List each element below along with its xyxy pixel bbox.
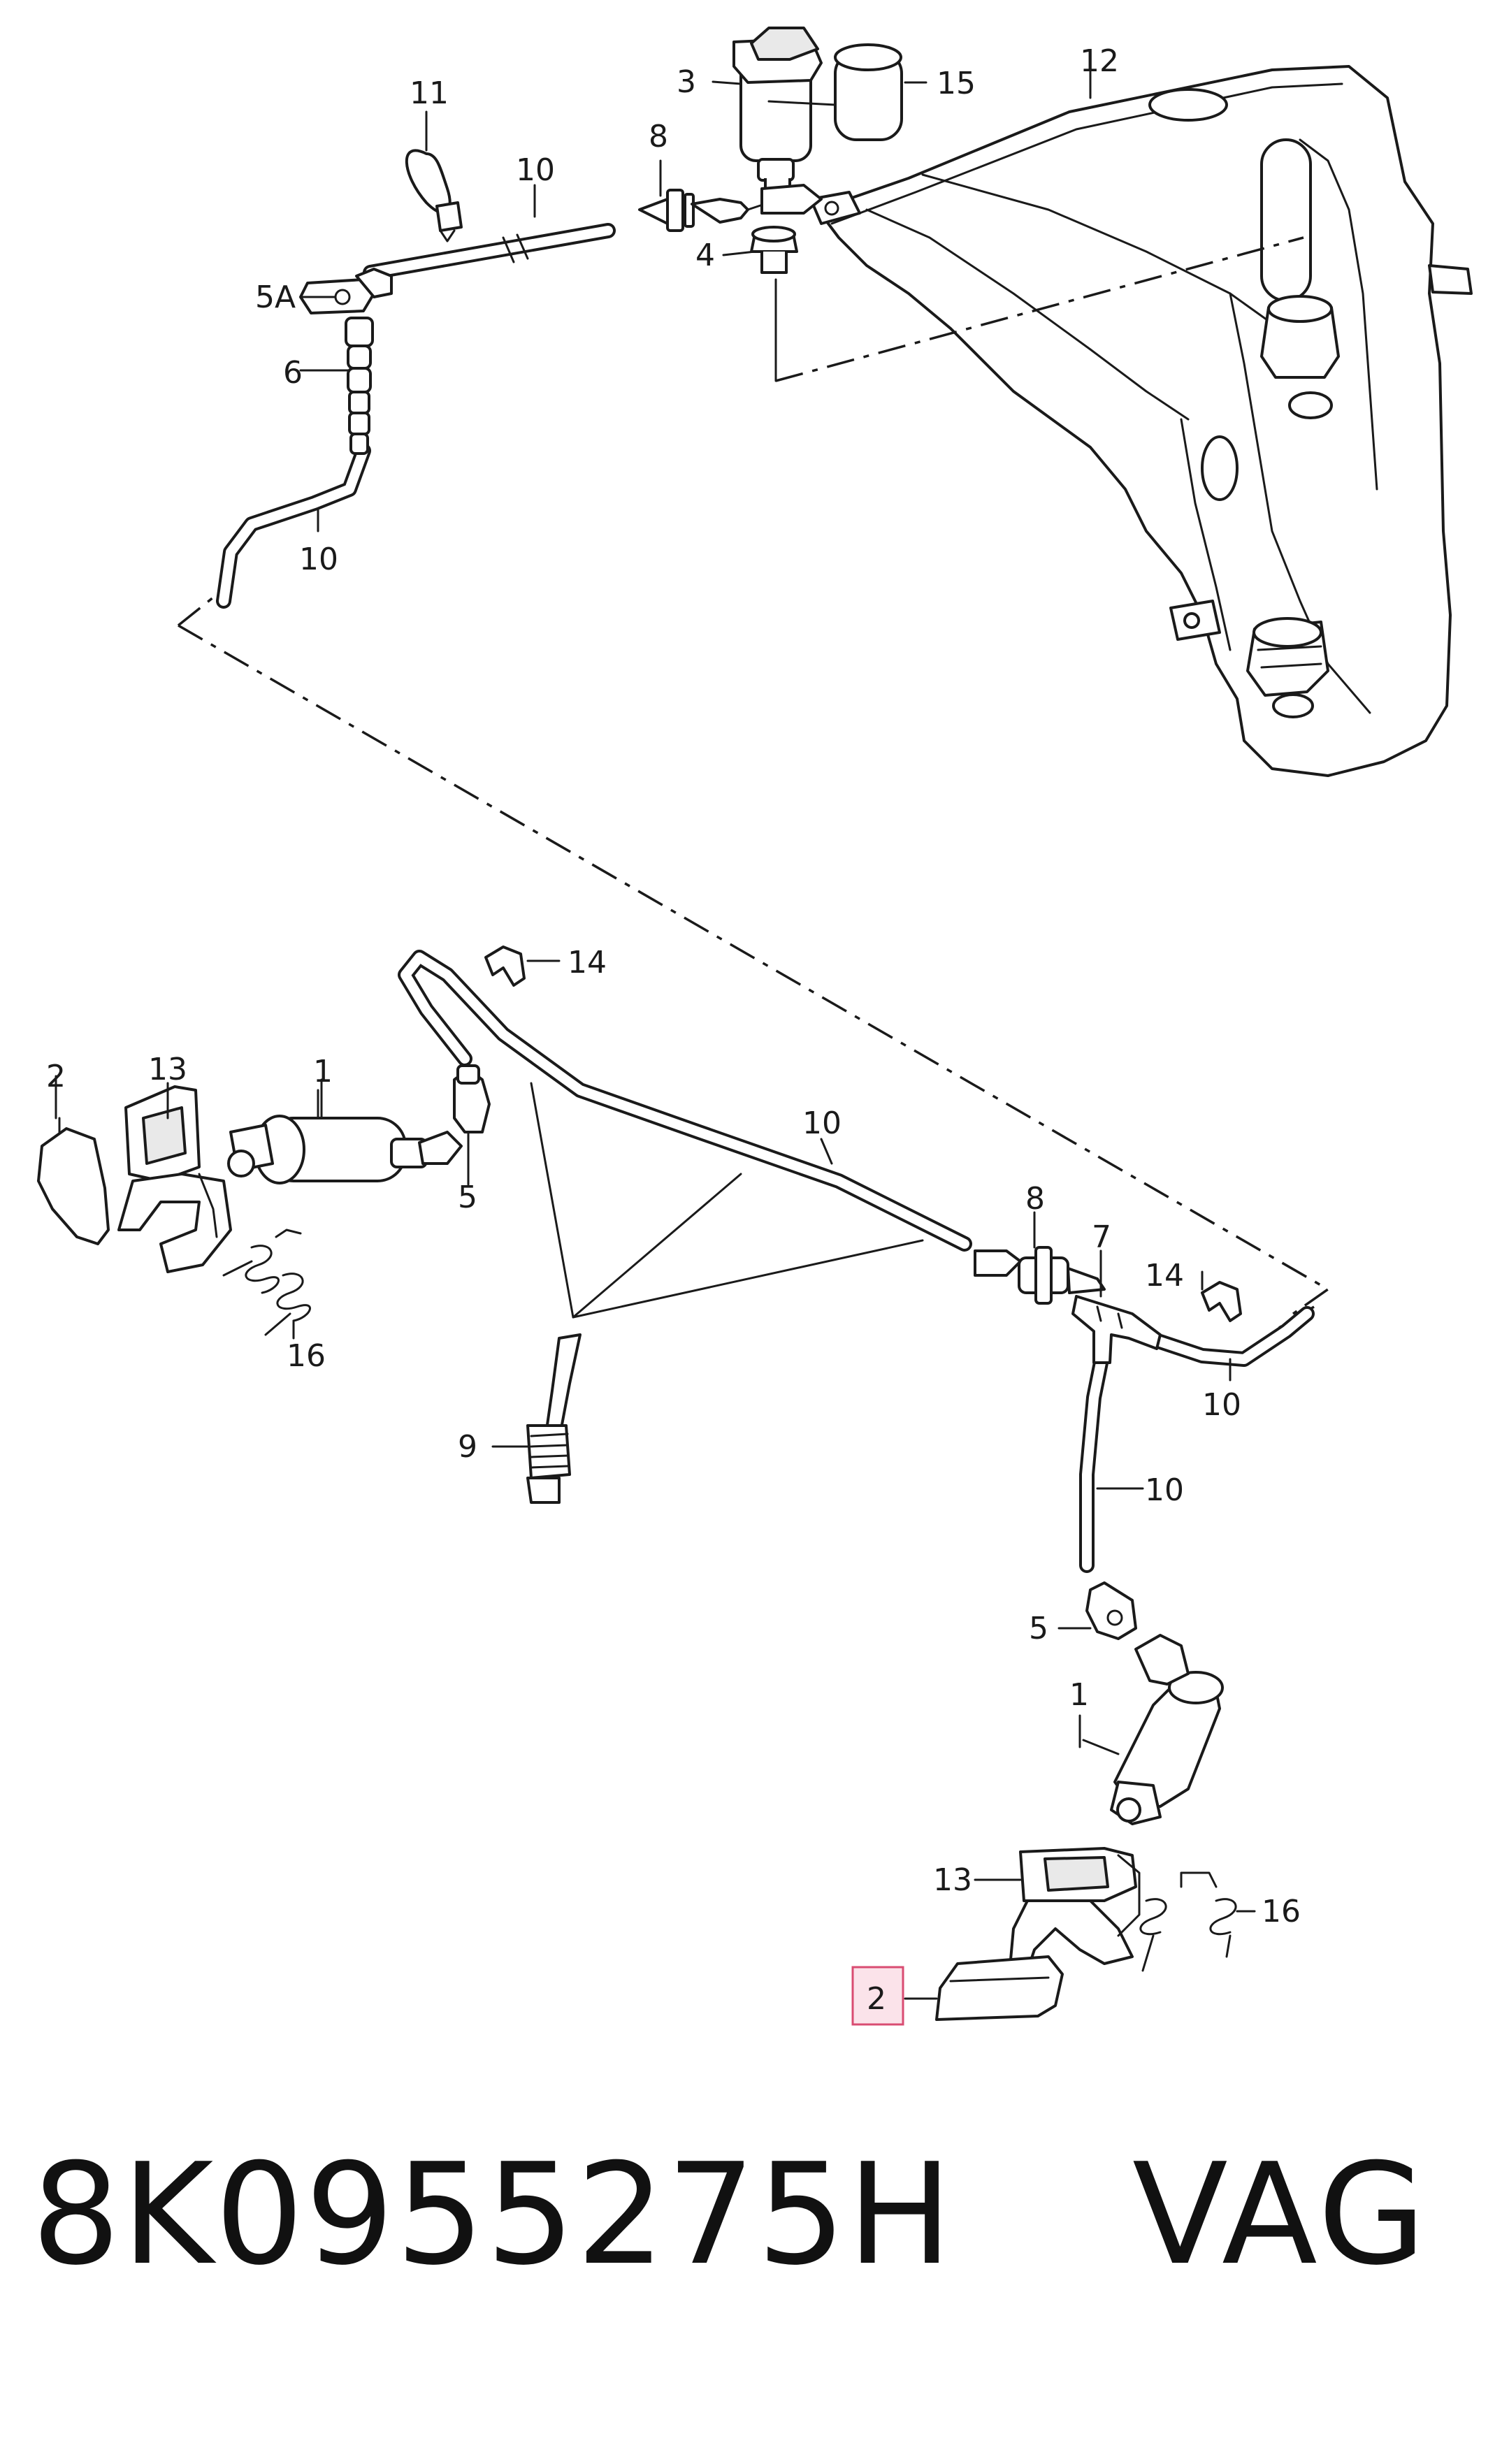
- spring-right: [1139, 1871, 1237, 1972]
- hose-upper: [216, 223, 616, 609]
- callout-leaders: [55, 65, 1256, 2000]
- callout-16: 16: [1262, 1894, 1301, 1929]
- spring-left: [222, 1229, 311, 1336]
- grommet: [750, 226, 798, 382]
- brand-label: VAG: [1132, 2133, 1429, 2296]
- callout-3: 3: [677, 64, 696, 100]
- callout-10: 10: [516, 152, 555, 188]
- callout-13: 13: [933, 1862, 972, 1898]
- callout-4: 4: [695, 238, 715, 273]
- callout-16: 16: [287, 1338, 326, 1374]
- assembly-boundary: [177, 236, 1331, 1329]
- cable-tie: [405, 149, 463, 242]
- cover-left: [37, 1117, 110, 1245]
- washer-reservoir: [809, 65, 1473, 777]
- callout-8: 8: [649, 119, 668, 154]
- callout-14: 14: [568, 945, 607, 980]
- callout-2: 2: [867, 1981, 886, 2017]
- bracket-right: [1009, 1847, 1141, 1972]
- callout-10: 10: [1202, 1387, 1241, 1423]
- callout-10: 10: [802, 1106, 842, 1141]
- washer-pump-right: [1082, 1634, 1224, 1825]
- connector-5a: [299, 268, 393, 314]
- callout-11: 11: [410, 75, 449, 111]
- hose-lower-main: [398, 950, 1315, 1573]
- callout-5a: 5A: [255, 280, 296, 315]
- mounting-part: [526, 1333, 582, 1504]
- clip-lower: [1201, 1281, 1242, 1322]
- callout-labels: 11 10 8 3 15 12 4 5A 6 10 14 2 13 1 5 10…: [46, 43, 1301, 2017]
- callout-15: 15: [937, 66, 976, 101]
- cover-right: [935, 1955, 1064, 2021]
- washer-pump-upper: [732, 27, 903, 208]
- callout-12: 12: [1080, 43, 1119, 79]
- washer-pump-left: [227, 1089, 463, 1184]
- check-valve-lower: [974, 1246, 1106, 1305]
- check-valve-upper: [638, 184, 823, 232]
- callout-1: 1: [313, 1054, 333, 1089]
- callout-5: 5: [458, 1180, 477, 1215]
- clip-upper: [484, 945, 526, 987]
- angle-connector-left: [453, 1064, 491, 1161]
- bracket-left: [117, 1085, 232, 1273]
- callout-8: 8: [1025, 1181, 1045, 1217]
- part-number: 8K0955275H: [31, 2133, 954, 2296]
- callout-10: 10: [299, 542, 338, 577]
- callout-14: 14: [1145, 1258, 1184, 1293]
- callout-9: 9: [458, 1429, 477, 1465]
- callout-13: 13: [148, 1052, 187, 1087]
- highlight-box: [851, 1966, 904, 2026]
- callout-1: 1: [1069, 1677, 1089, 1713]
- angle-connector-right: [1085, 1581, 1137, 1640]
- callout-10: 10: [1145, 1472, 1184, 1508]
- callout-7: 7: [1092, 1219, 1111, 1255]
- reference-triangle: [530, 1082, 924, 1319]
- callout-5: 5: [1029, 1611, 1048, 1646]
- connector-chain-6: [345, 317, 374, 455]
- callout-6: 6: [283, 355, 303, 391]
- t-connector: [1071, 1295, 1162, 1364]
- callout-2: 2: [46, 1059, 66, 1094]
